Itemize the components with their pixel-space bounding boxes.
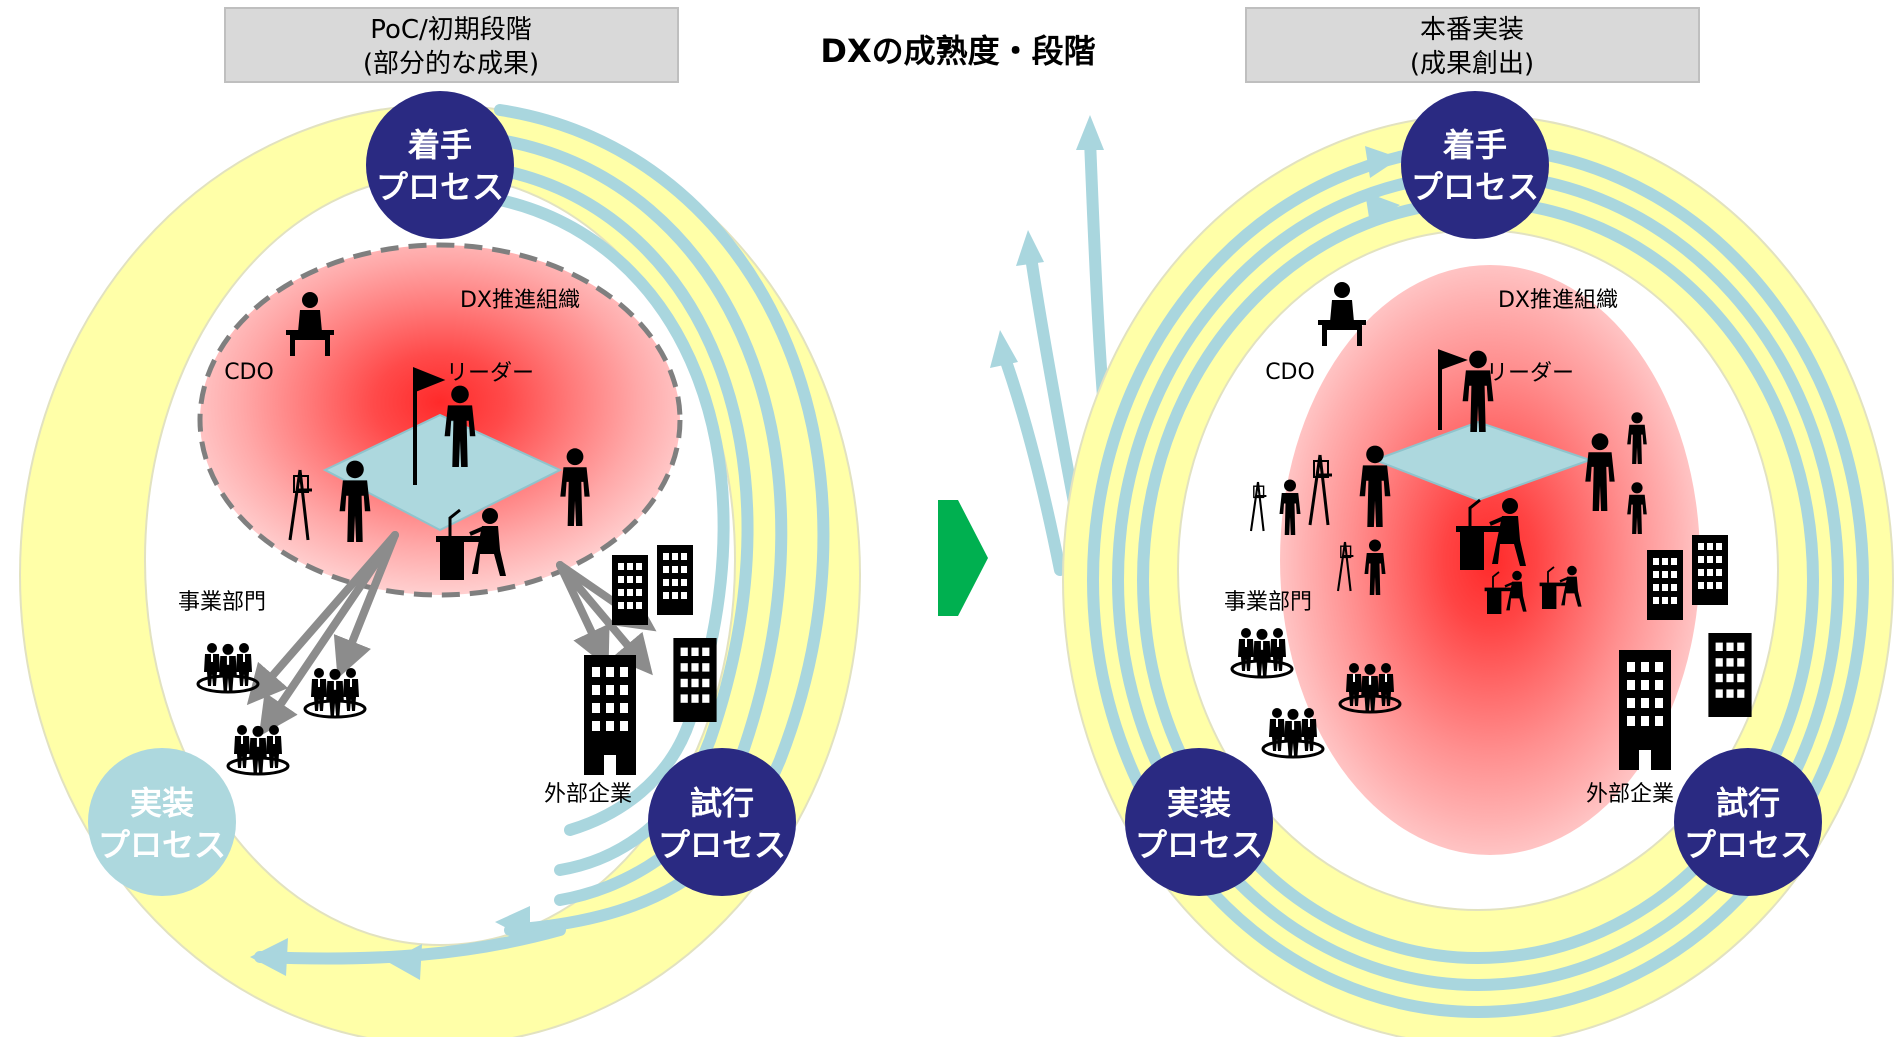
left-trial-line1: 試行	[690, 784, 754, 822]
left-impl-line1: 実装	[130, 784, 194, 822]
left-stage-line2: (部分的な成果)	[363, 49, 539, 79]
building-icon	[1647, 550, 1683, 620]
right-business-label: 事業部門	[1224, 590, 1312, 615]
right-external-label: 外部企業	[1586, 782, 1674, 807]
left-platform	[322, 413, 563, 532]
right-impl-line2: プロセス	[1135, 826, 1263, 864]
building-icon	[612, 555, 648, 625]
left-connector-lines	[246, 531, 657, 737]
left-start-line1: 着手	[407, 126, 472, 164]
main-title: DXの成熟度・段階	[820, 32, 1095, 70]
right-diagram: DX推進組織 CDO リーダー 事業部門 外部企業 本番実装 (成果創出) 着手…	[1062, 7, 1894, 1037]
left-leader-label: リーダー	[446, 361, 534, 386]
left-external-label: 外部企業	[544, 782, 632, 807]
right-start-line2: プロセス	[1411, 168, 1539, 206]
left-business-label: 事業部門	[178, 590, 266, 615]
left-dx-org-label: DX推進組織	[460, 288, 580, 313]
right-cdo-label: CDO	[1265, 360, 1315, 385]
right-trial-process-circle	[1674, 748, 1822, 896]
building-icon	[673, 638, 717, 722]
flag-icon	[1438, 349, 1468, 430]
right-stage-line2: (成果創出)	[1410, 49, 1534, 79]
right-leader-label: リーダー	[1486, 361, 1574, 386]
right-dx-org-label: DX推進組織	[1498, 288, 1618, 313]
building-icon	[584, 655, 636, 775]
building-icon	[657, 545, 693, 615]
right-impl-process-circle	[1125, 748, 1273, 896]
left-stage-box	[224, 7, 679, 83]
left-stage-line1: PoC/初期段階	[370, 15, 532, 45]
left-impl-process-circle	[88, 748, 236, 896]
left-flow-arrows	[494, 104, 830, 936]
left-cdo-label: CDO	[224, 360, 274, 385]
left-start-process-circle	[366, 91, 514, 239]
flag-icon	[413, 367, 446, 485]
left-flow-bottom	[254, 924, 566, 965]
left-impl-line2: プロセス	[98, 826, 226, 864]
left-trial-line2: プロセス	[658, 826, 786, 864]
right-dx-core	[1280, 265, 1700, 855]
left-trial-process-circle	[648, 748, 796, 896]
green-transition-arrow-icon	[938, 500, 988, 616]
building-icon	[1708, 633, 1752, 717]
right-trial-line2: プロセス	[1684, 826, 1812, 864]
building-icon	[1692, 535, 1728, 605]
building-icon	[1619, 650, 1671, 770]
right-start-line1: 着手	[1442, 126, 1507, 164]
right-trial-line1: 試行	[1716, 784, 1780, 822]
right-impl-line1: 実装	[1167, 784, 1231, 822]
escape-arrowheads	[990, 115, 1104, 368]
right-flow-arrowheads	[1365, 146, 1400, 224]
left-diagram: DX推進組織 CDO リーダー 事業部門 外部企業 PoC/初期段階 (部分的な…	[19, 7, 861, 1037]
right-stage-box	[1245, 7, 1700, 83]
right-stage-line1: 本番実装	[1420, 15, 1524, 45]
left-start-line2: プロセス	[376, 168, 504, 206]
right-start-process-circle	[1401, 91, 1549, 239]
